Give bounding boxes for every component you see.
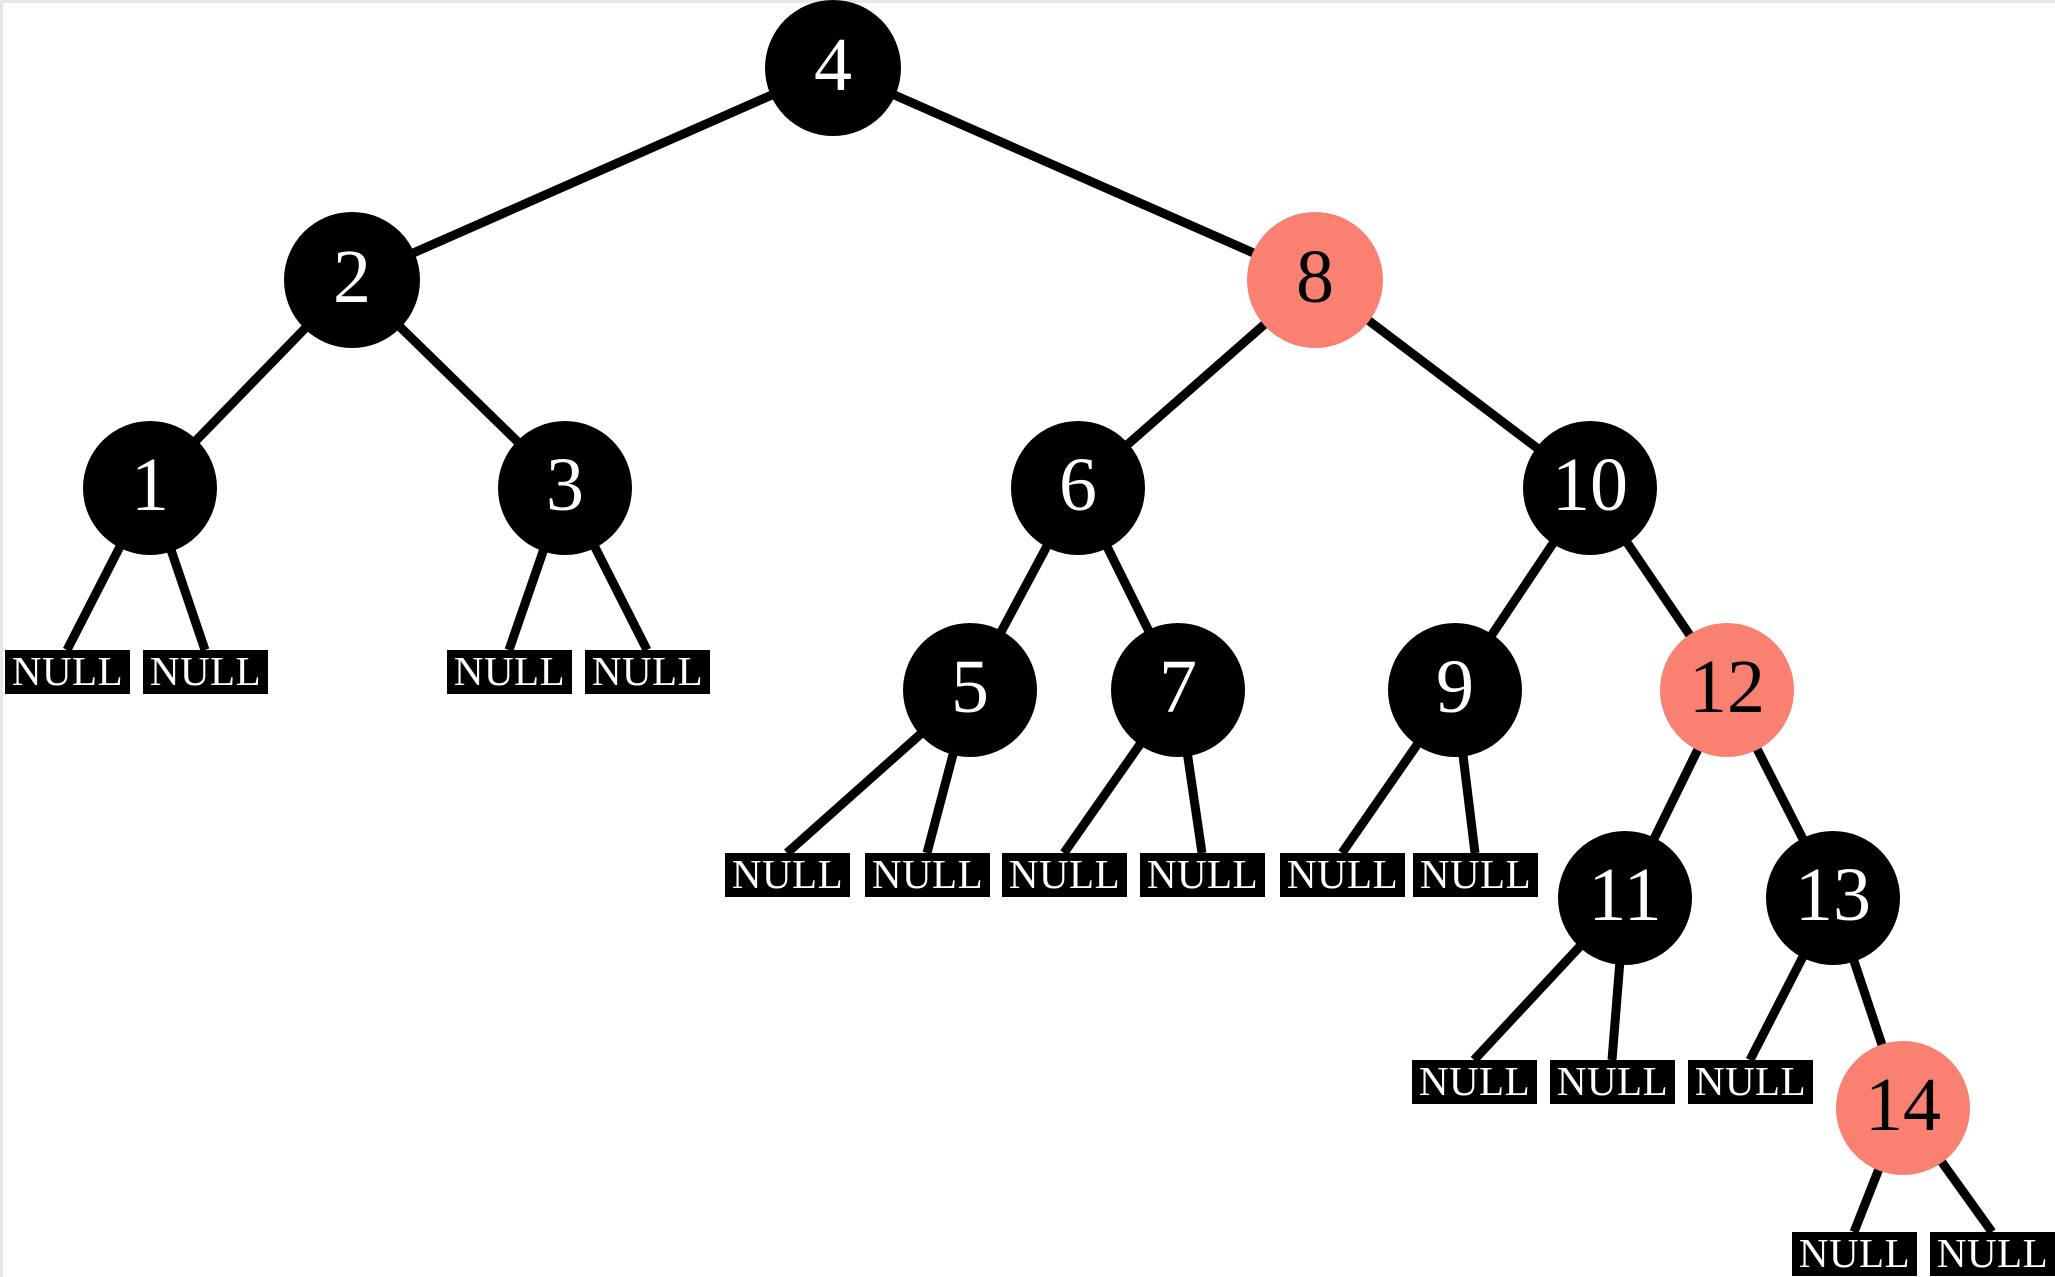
tree-null-leaf: NULL (1930, 1232, 2055, 1276)
node-label: 10 (1552, 443, 1628, 527)
null-label: NULL (1556, 1057, 1669, 1104)
node-label: 9 (1436, 645, 1474, 729)
node-label: 14 (1865, 1063, 1941, 1147)
null-label: NULL (1146, 850, 1259, 897)
null-label: NULL (1936, 1229, 2049, 1276)
tree-node-10[interactable]: 10 (1523, 421, 1657, 555)
tree-null-leaf: NULL (1140, 853, 1265, 897)
tree-null-leaf: NULL (725, 853, 850, 897)
tree-null-leaf: NULL (1688, 1060, 1813, 1104)
tree-null-leaf: NULL (585, 650, 710, 694)
tree-node-14[interactable]: 14 (1836, 1041, 1970, 1175)
tree-node-5[interactable]: 5 (903, 623, 1037, 757)
tree-node-9[interactable]: 9 (1388, 623, 1522, 757)
tree-null-leaf: NULL (1413, 853, 1538, 897)
null-label: NULL (1419, 850, 1532, 897)
node-label: 11 (1588, 853, 1662, 937)
tree-null-leaf: NULL (143, 650, 268, 694)
tree-node-1[interactable]: 1 (83, 421, 217, 555)
top-border-rule (0, 0, 2055, 3)
tree-null-leaf: NULL (1002, 853, 1127, 897)
null-label: NULL (1418, 1057, 1531, 1104)
null-label: NULL (1008, 850, 1121, 897)
tree-null-leaf: NULL (1280, 853, 1405, 897)
null-label: NULL (453, 647, 566, 694)
tree-node-11[interactable]: 11 (1558, 831, 1692, 965)
tree-null-leaf: NULL (5, 650, 130, 694)
null-label: NULL (1798, 1229, 1911, 1276)
tree-null-leaf: NULL (865, 853, 990, 897)
tree-null-leaf: NULL (447, 650, 572, 694)
tree-node-6[interactable]: 6 (1011, 421, 1145, 555)
node-label: 3 (546, 443, 584, 527)
node-label: 2 (333, 235, 371, 319)
tree-null-leaf: NULL (1792, 1232, 1917, 1276)
tree-null-leaf: NULL (1412, 1060, 1537, 1104)
null-label: NULL (1286, 850, 1399, 897)
tree-node-3[interactable]: 3 (498, 421, 632, 555)
tree-edge (831, 63, 1317, 285)
tree-node-13[interactable]: 13 (1766, 831, 1900, 965)
node-label: 4 (814, 23, 852, 107)
tree-node-4[interactable]: 4 (765, 0, 901, 136)
tree-node-8[interactable]: 8 (1247, 212, 1383, 348)
node-label: 7 (1159, 645, 1197, 729)
node-label: 6 (1059, 443, 1097, 527)
null-label: NULL (591, 647, 704, 694)
left-border-rule (0, 0, 3, 1277)
node-label: 13 (1795, 853, 1871, 937)
tree-null-leaf: NULL (1550, 1060, 1675, 1104)
null-label: NULL (11, 647, 124, 694)
node-label: 12 (1689, 645, 1765, 729)
tree-node-7[interactable]: 7 (1111, 623, 1245, 757)
node-label: 8 (1296, 235, 1334, 319)
node-label: 5 (951, 645, 989, 729)
node-label: 1 (131, 443, 169, 527)
null-label: NULL (1694, 1057, 1807, 1104)
tree-edge (350, 63, 835, 285)
tree-node-12[interactable]: 12 (1660, 623, 1794, 757)
null-label: NULL (731, 850, 844, 897)
null-label: NULL (149, 647, 262, 694)
null-label: NULL (871, 850, 984, 897)
tree-node-2[interactable]: 2 (284, 212, 420, 348)
